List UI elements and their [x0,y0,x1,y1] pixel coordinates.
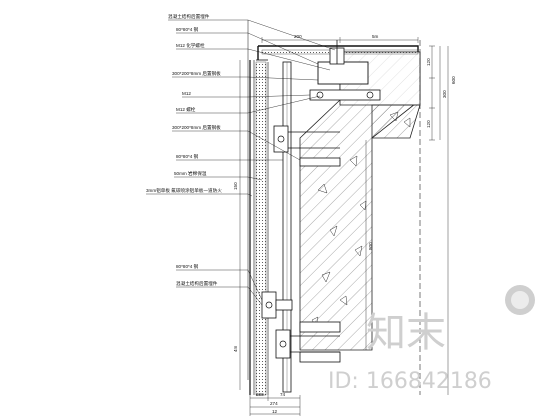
callout-7: 300*200*8mm 后置钢板 [172,124,301,161]
dim-mid-height: 800 [368,242,373,250]
callout-labels: 混凝土结构后置埋件 80*80*4 钢 M12 化学螺栓 300*200*8mm… [146,13,336,380]
callout-12: 混凝土结构后置埋件 [176,280,263,306]
dim-right-a: 120 [426,58,431,66]
dim-top-b: 5m [372,34,379,39]
callout-6: M12 螺栓 [176,95,321,114]
dim-bottom-b: 74 [280,392,286,397]
watermark-brand: 知末 [366,310,446,356]
callout-text-12: 混凝土结构后置埋件 [176,280,218,287]
dim-left-low: 4m [233,345,238,352]
callout-text-9: 50mm 岩棉保温 [174,170,207,177]
callout-5: M12 [182,91,311,98]
watermark: 知末 ID: 166842186 [328,285,535,394]
dim-right-d: 600 [451,76,456,84]
watermark-id: ID: 166842186 [328,369,492,394]
dim-bottom-c: 274 [270,401,278,406]
callout-1: 混凝土结构后置埋件 [168,13,336,51]
dim-right-b: 300 [442,90,447,98]
callout-text-1: 混凝土结构后置埋件 [168,13,210,20]
dimensions: 200 5m 120 120 300 600 800 150 4m 200 74… [233,34,456,416]
dim-left-mid: 150 [233,182,238,190]
callout-text-6: M12 螺栓 [176,106,196,113]
callout-11: 80*80*4 钢 [176,263,263,301]
callout-text-2: 80*80*4 钢 [176,26,199,33]
dim-top-a: 200 [294,34,302,39]
callout-text-10: 3mm铝单板 氟碳喷涂铝单板一道防火 [146,187,222,194]
callout-text-3: M12 化学螺栓 [176,42,205,49]
callout-2: 80*80*4 钢 [176,26,319,65]
dim-bottom-d: 12 [272,409,278,414]
callout-text-11: 80*80*4 钢 [176,263,199,270]
callout-3: M12 化学螺栓 [176,42,331,71]
callout-4: 300*200*8mm 后置钢板 [172,70,319,81]
callout-text-5: M12 [182,91,191,96]
callout-8: 80*80*4 钢 [176,153,283,161]
dim-bottom-a: 200 [256,392,264,397]
watermark-logo-icon [505,285,535,315]
callout-text-4: 300*200*8mm 后置钢板 [172,70,221,77]
callout-10: 3mm铝单板 氟碳喷涂铝单板一道防火 [146,187,253,197]
dim-right-c: 120 [426,120,431,128]
facade-panel [249,59,269,396]
callout-text-8: 80*80*4 钢 [176,153,199,160]
callout-text-7: 300*200*8mm 后置钢板 [172,124,221,131]
callout-9: 50mm 岩棉保温 [174,170,263,181]
